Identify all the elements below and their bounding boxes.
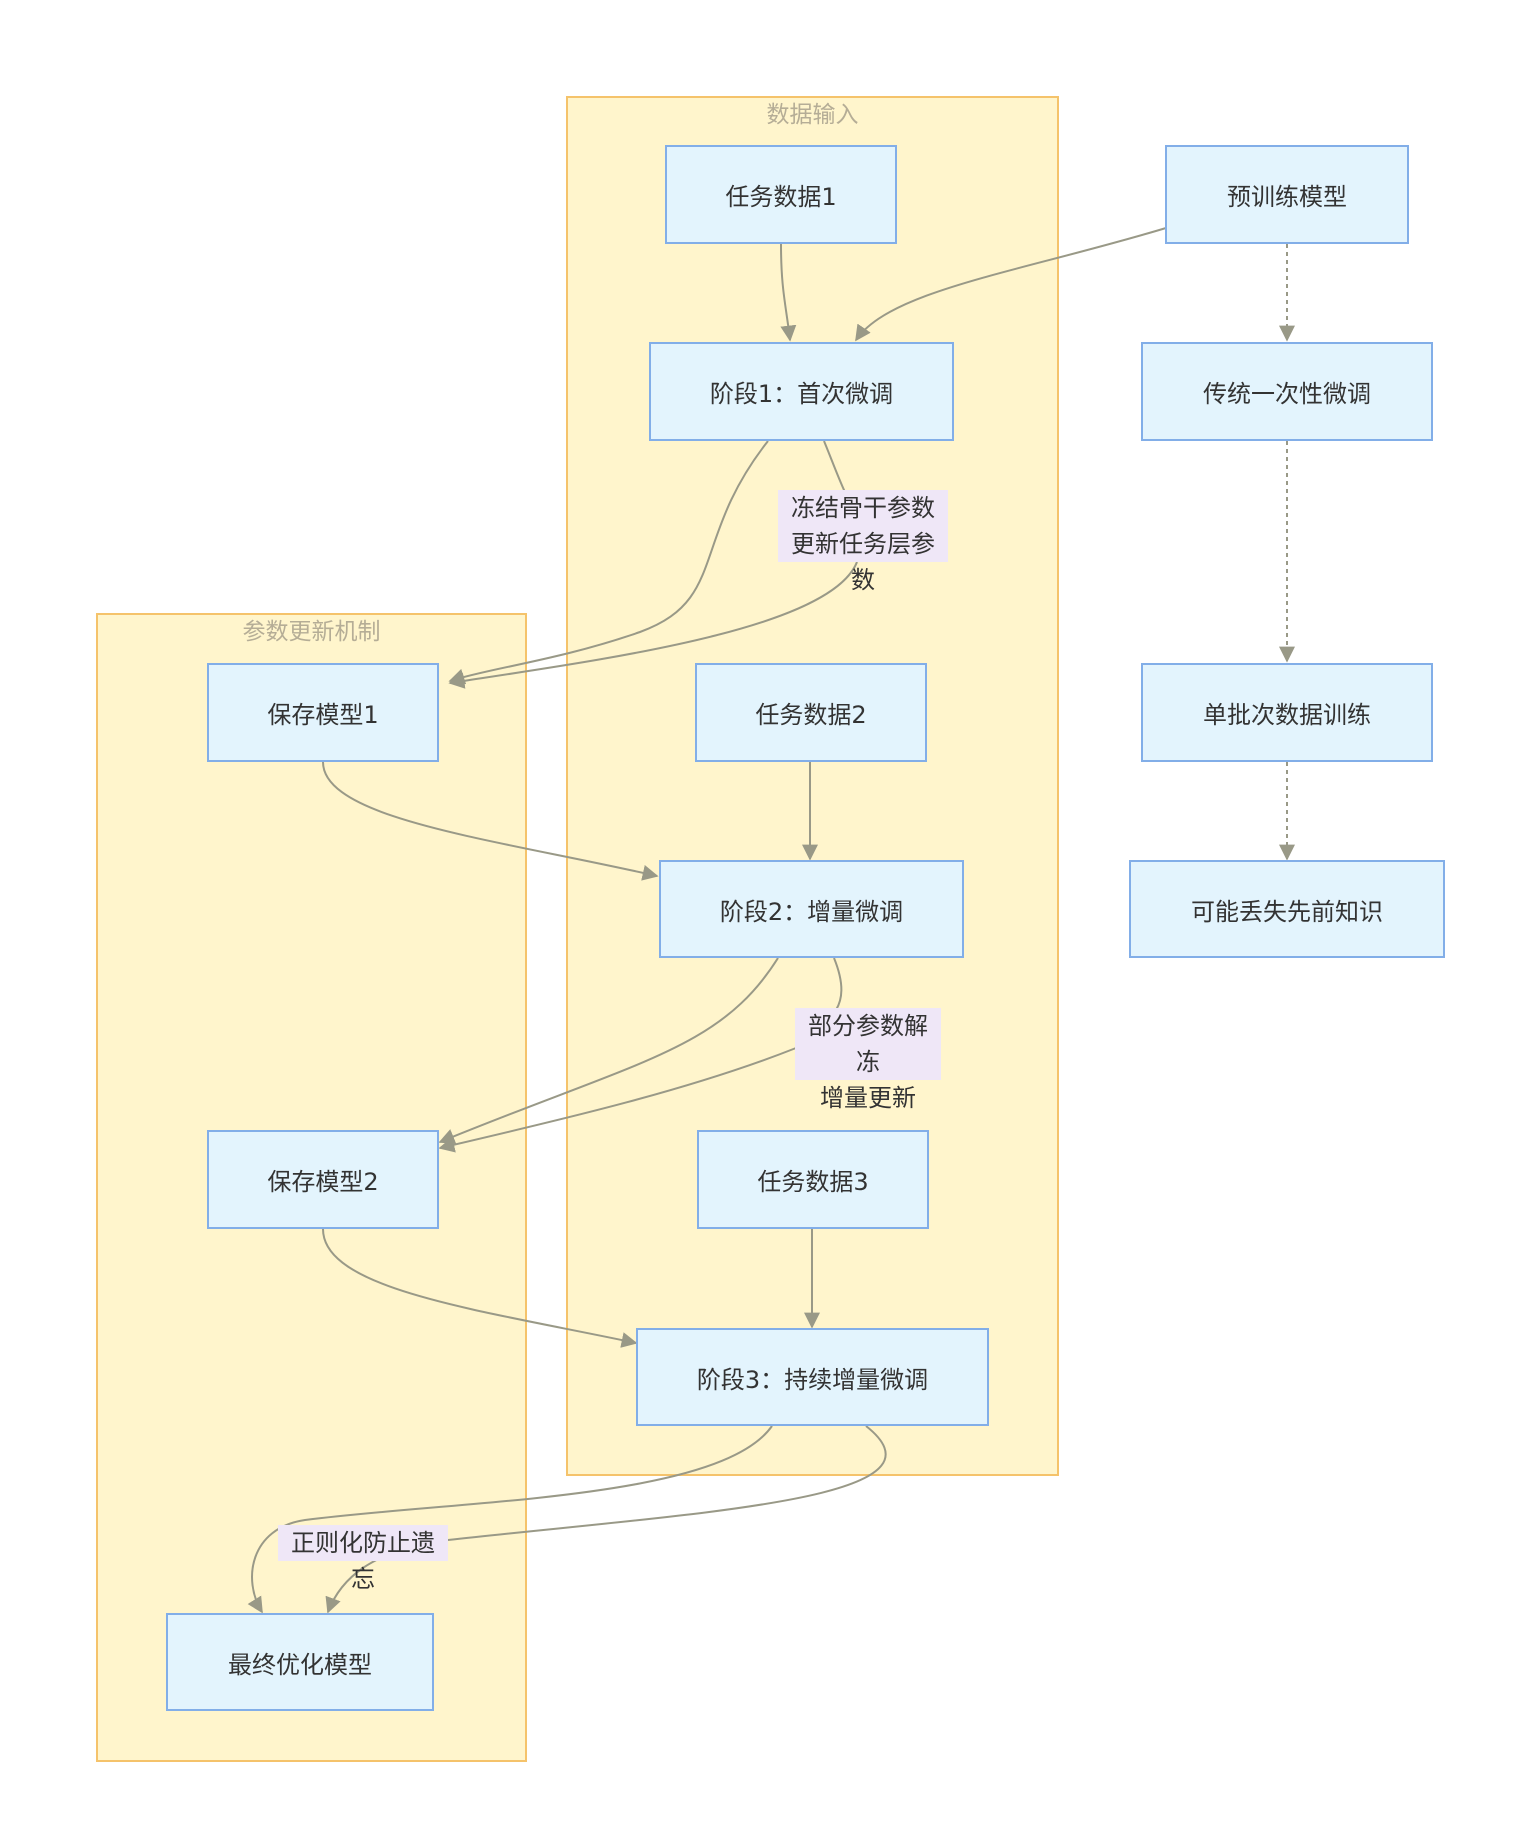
edge-stage3-final-b bbox=[325, 1425, 887, 1614]
node-stage-3: 阶段3：持续增量微调 bbox=[636, 1328, 989, 1426]
edge-label-stage1-save1: 冻结骨干参数 更新任务层参数 bbox=[778, 490, 948, 594]
edge-label-stage1-save1-line2: 更新任务层参数 bbox=[791, 530, 935, 594]
node-task-data-1: 任务数据1 bbox=[665, 145, 897, 244]
node-task-data-3: 任务数据3 bbox=[697, 1130, 929, 1229]
edge-stage2-save2-b bbox=[833, 957, 843, 1011]
edge-label-stage2-save2-line2: 增量更新 bbox=[820, 1084, 916, 1112]
node-task-data-2: 任务数据2 bbox=[695, 663, 927, 762]
edge-stage2-save2-a bbox=[438, 957, 779, 1144]
edge-stage3-final-a bbox=[247, 1425, 773, 1614]
edge-label-stage3-final: 正则化防止遗忘 bbox=[278, 1525, 448, 1593]
edge-stage1-save1-c bbox=[448, 561, 858, 689]
node-pretrained-model: 预训练模型 bbox=[1165, 145, 1409, 244]
edge-task1-stage1 bbox=[780, 243, 797, 342]
node-stage-2: 阶段2：增量微调 bbox=[659, 860, 964, 958]
edge-stage1-save1-a bbox=[448, 440, 769, 685]
edge-label-stage1-save1-line1: 冻结骨干参数 bbox=[791, 494, 935, 522]
node-traditional-finetune: 传统一次性微调 bbox=[1141, 342, 1433, 441]
edge-save2-stage3 bbox=[322, 1228, 638, 1348]
edge-stage2-save2-c bbox=[438, 1047, 797, 1153]
node-save-model-1: 保存模型1 bbox=[207, 663, 439, 762]
edge-pretrained-stage1 bbox=[855, 227, 1167, 342]
node-stage-1: 阶段1：首次微调 bbox=[649, 342, 954, 441]
edge-label-stage2-save2: 部分参数解冻 增量更新 bbox=[795, 1008, 941, 1112]
node-save-model-2: 保存模型2 bbox=[207, 1130, 439, 1229]
node-final-model: 最终优化模型 bbox=[166, 1613, 434, 1711]
edge-label-stage2-save2-line1: 部分参数解冻 bbox=[808, 1012, 928, 1076]
cluster-title-data-input: 数据输入 bbox=[766, 102, 859, 128]
node-may-lose-knowledge: 可能丢失先前知识 bbox=[1129, 860, 1445, 958]
cluster-title-param-update: 参数更新机制 bbox=[242, 619, 381, 645]
edge-save1-stage2 bbox=[322, 761, 659, 881]
node-single-batch-training: 单批次数据训练 bbox=[1141, 663, 1433, 762]
